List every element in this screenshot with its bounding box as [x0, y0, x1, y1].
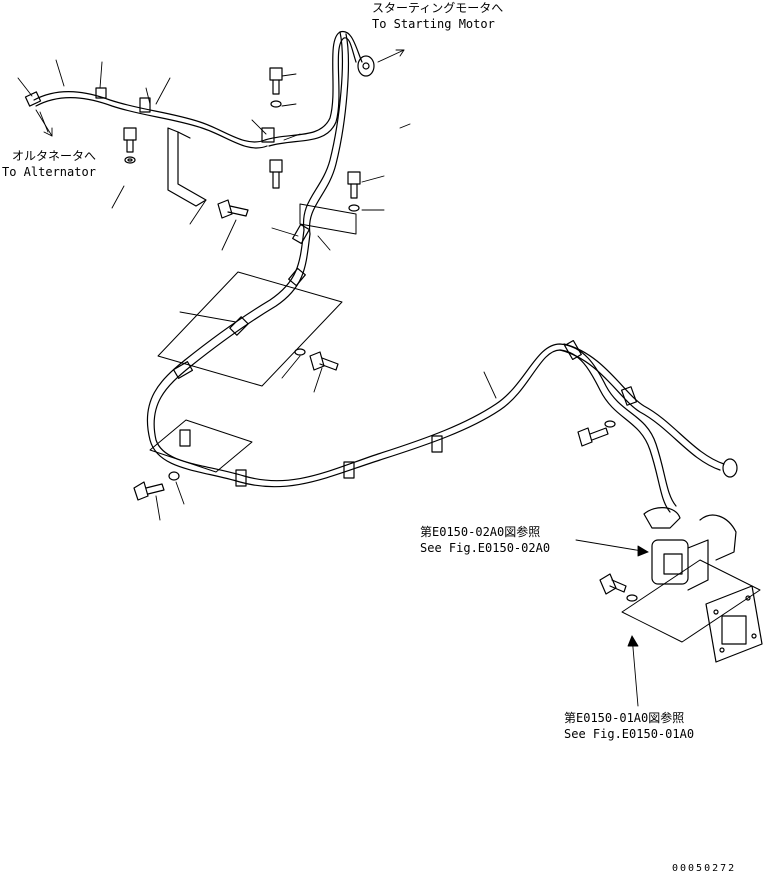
alternator-cable — [24, 91, 268, 149]
right-branch — [559, 343, 738, 478]
reference-2-label-en: See Fig.E0150-01A0 — [564, 727, 695, 741]
reference-2-label-jp: 第E0150-01A0図参照 — [564, 711, 685, 725]
reference-1-label-en: See Fig.E0150-02A0 — [420, 541, 551, 555]
relay-assembly — [643, 507, 763, 663]
leader-lines — [17, 49, 649, 707]
starter-label-en: To Starting Motor — [372, 17, 495, 31]
bolts — [123, 67, 638, 602]
starter-label-jp: スターティングモータへ — [372, 1, 504, 15]
starter-cable — [264, 30, 375, 147]
alternator-bracket — [167, 127, 207, 207]
main-harness-upper — [184, 31, 349, 367]
alternator-label-jp: オルタネータへ — [12, 149, 97, 163]
main-harness-loop — [146, 343, 677, 513]
mounting-plates — [149, 203, 761, 643]
cable-clamps — [95, 87, 638, 487]
document-number: 00050272 — [672, 863, 737, 874]
reference-1-label-jp: 第E0150-02A0図参照 — [420, 525, 541, 539]
alternator-label-en: To Alternator — [2, 165, 96, 179]
